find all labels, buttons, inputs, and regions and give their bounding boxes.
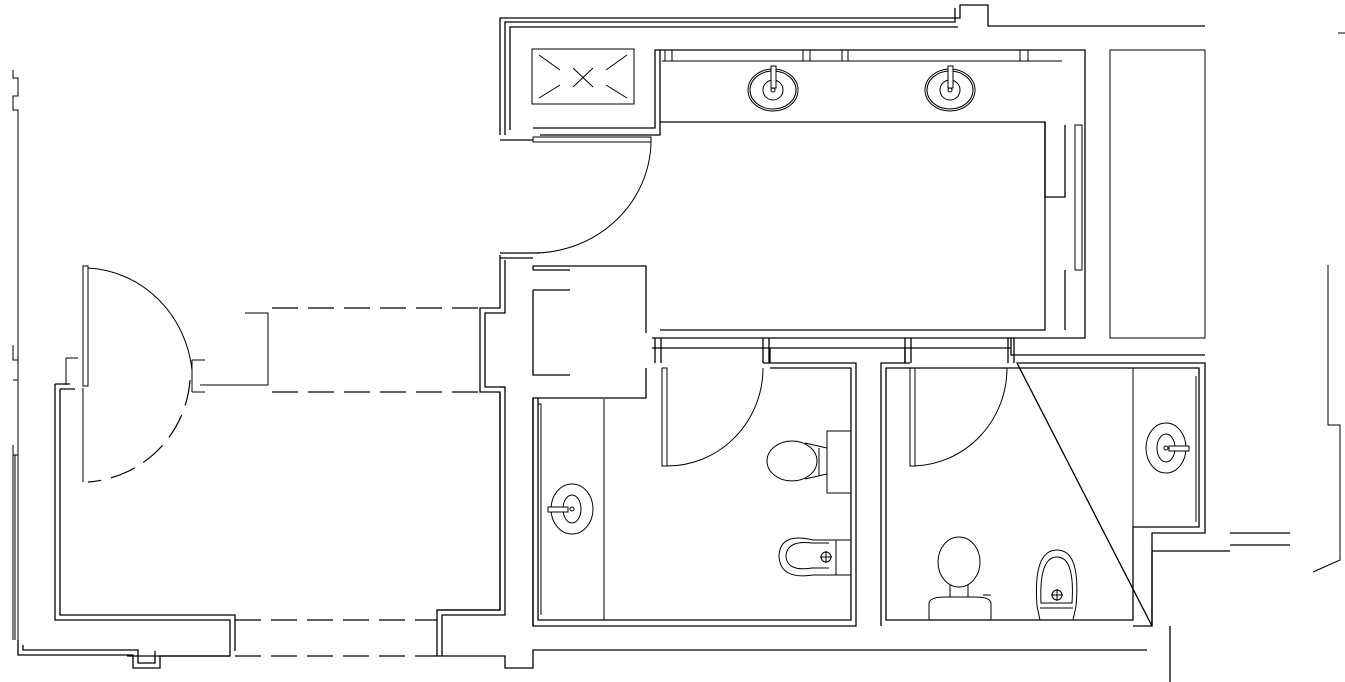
door-bath-2 <box>909 367 916 467</box>
sink-2 <box>924 65 976 112</box>
door-vanity <box>500 136 652 259</box>
door-left-room <box>82 265 89 387</box>
bidet-2 <box>1035 549 1078 621</box>
left-room <box>12 70 505 669</box>
toilet-2 <box>928 536 992 620</box>
bathroom-2 <box>880 338 1206 627</box>
toilet-1 <box>766 430 852 494</box>
right-column <box>1109 49 1206 339</box>
vanity-room <box>533 49 1206 363</box>
sink-1 <box>747 65 799 112</box>
outer-walls <box>436 4 1345 682</box>
cabinet-door <box>1074 124 1083 271</box>
sink-4 <box>1145 422 1190 474</box>
shower <box>531 48 635 105</box>
door-bath-1 <box>661 367 668 467</box>
bathroom-1 <box>537 338 852 621</box>
bidet-1 <box>778 537 852 577</box>
sink-3 <box>547 483 594 535</box>
